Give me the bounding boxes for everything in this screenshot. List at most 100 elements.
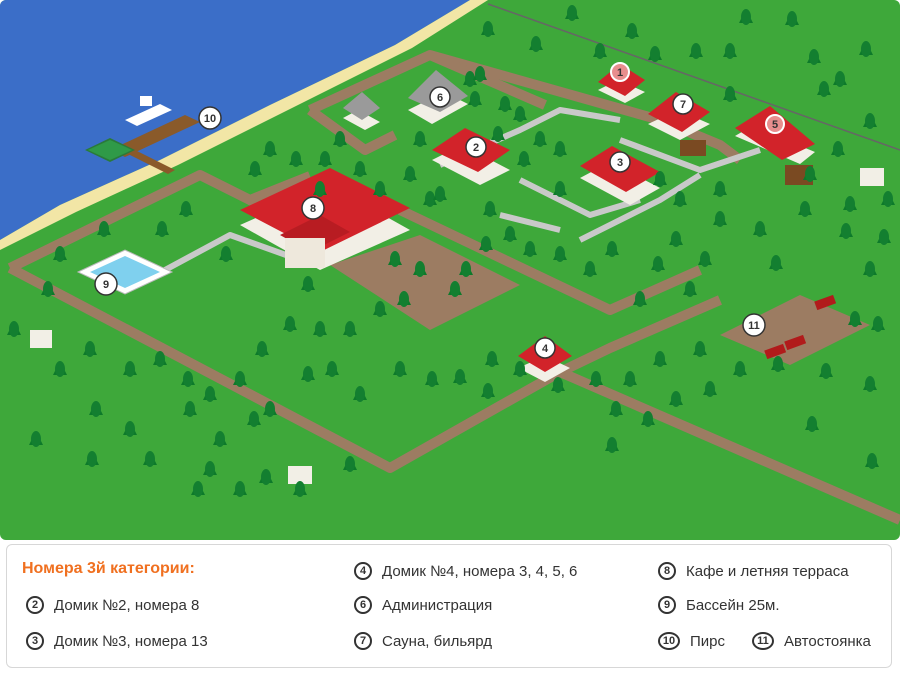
tree-crown [193, 481, 203, 497]
tree-crown [865, 376, 875, 392]
tree-crown [205, 386, 215, 402]
tree-crown [390, 251, 400, 267]
tree-crown [55, 361, 65, 377]
lake-water [0, 0, 470, 240]
tree-crown [185, 401, 195, 417]
tree-crown [741, 9, 751, 25]
tree-crown [345, 456, 355, 472]
beach-sand [0, 0, 488, 250]
legend-title: Номера 3й категории: [22, 560, 195, 577]
legend-number: 6 [354, 596, 372, 614]
marker-6[interactable]: 6 [429, 86, 451, 108]
tree-crown [611, 401, 621, 417]
legend-text: Пирс [690, 632, 726, 650]
tree-crown [9, 321, 19, 337]
parked-cars [764, 294, 837, 360]
marker-2[interactable]: 2 [465, 136, 487, 158]
marker-9-label: 9 [103, 279, 109, 291]
tree-crown [725, 43, 735, 59]
legend-text: Бассейн 25м. [686, 596, 780, 614]
tree-crown [531, 36, 541, 52]
tree-crown [555, 141, 565, 157]
legend-text: Автостоянка [784, 632, 871, 650]
legend-item-4: 4 Домик №4, номера 3, 4, 5, 6 [354, 562, 577, 580]
tree-crown [553, 377, 563, 393]
tree-crown [43, 281, 53, 297]
tree-crown [805, 166, 815, 182]
marker-7[interactable]: 7 [672, 93, 694, 115]
marker-11[interactable]: 11 [742, 313, 766, 337]
tree-crown [671, 231, 681, 247]
legend-number: 10 [658, 632, 680, 650]
central-plaza [330, 235, 520, 330]
legend-text: Домик №3, номера 13 [54, 632, 208, 650]
tree-crown [519, 151, 529, 167]
legend-item-7: 7 Сауна, бильярд [354, 632, 492, 650]
tree-crown [625, 371, 635, 387]
tree-crown [735, 361, 745, 377]
tree-crown [435, 186, 445, 202]
tree-crown [655, 171, 665, 187]
marker-3-label: 3 [617, 157, 623, 169]
tree-crown [591, 371, 601, 387]
legend-text: Домик №4, номера 3, 4, 5, 6 [382, 562, 578, 580]
building-shed [30, 92, 884, 484]
legend-item-6: 6 Администрация [354, 596, 492, 614]
tree-crown [470, 91, 480, 107]
marker-6-label: 6 [437, 92, 443, 104]
tree-crown [375, 181, 385, 197]
tree-crown [355, 386, 365, 402]
marker-11-label: 11 [748, 320, 760, 332]
tree-crown [425, 191, 435, 207]
marker-1-label: 1 [617, 67, 623, 79]
tree-crown [265, 141, 275, 157]
tree-crown [595, 43, 605, 59]
tree-crown [525, 241, 535, 257]
tree-crown [181, 201, 191, 217]
trees [7, 5, 895, 497]
tree-crown [415, 131, 425, 147]
legend-number: 4 [354, 562, 372, 580]
tree-crown [865, 261, 875, 277]
tree-crown [535, 131, 545, 147]
tree-crown [250, 161, 260, 177]
tree-crown [157, 221, 167, 237]
marker-3[interactable]: 3 [609, 151, 631, 173]
tree-crown [291, 151, 301, 167]
marker-8[interactable]: 8 [301, 196, 325, 220]
tree-crown [850, 311, 860, 327]
tree-crown [505, 226, 515, 242]
tree-crown [867, 453, 877, 469]
tree-crown [405, 166, 415, 182]
legend-item-2: 2 Домик №2, номера 8 [26, 596, 199, 614]
tree-crown [87, 451, 97, 467]
marker-4-label: 4 [542, 343, 549, 355]
tree-crown [771, 255, 781, 271]
tree-crown [650, 46, 660, 62]
marker-5-label: 5 [772, 119, 778, 131]
legend-text: Кафе и летняя терраса [686, 562, 849, 580]
marker-10[interactable]: 10 [198, 106, 222, 130]
marker-5[interactable]: 5 [765, 114, 785, 134]
tree-crown [475, 66, 485, 82]
tree-crown [485, 201, 495, 217]
tree-crown [607, 437, 617, 453]
marker-1[interactable]: 1 [610, 62, 630, 82]
tree-crown [567, 5, 577, 21]
marker-4[interactable]: 4 [534, 337, 556, 359]
tree-crown [883, 191, 893, 207]
tree-crown [700, 251, 710, 267]
marker-9[interactable]: 9 [94, 272, 118, 296]
tree-crown [265, 401, 275, 417]
tree-crown [315, 321, 325, 337]
parking-lot [720, 295, 870, 365]
tree-crown [685, 281, 695, 297]
tree-crown [715, 181, 725, 197]
tree-crown [345, 321, 355, 337]
tree-crown [257, 341, 267, 357]
tree-crown [755, 221, 765, 237]
legend-item-11: 11 Автостоянка [752, 632, 871, 650]
tree-crown [455, 369, 465, 385]
marker-10-label: 10 [204, 113, 216, 125]
tree-crown [487, 351, 497, 367]
